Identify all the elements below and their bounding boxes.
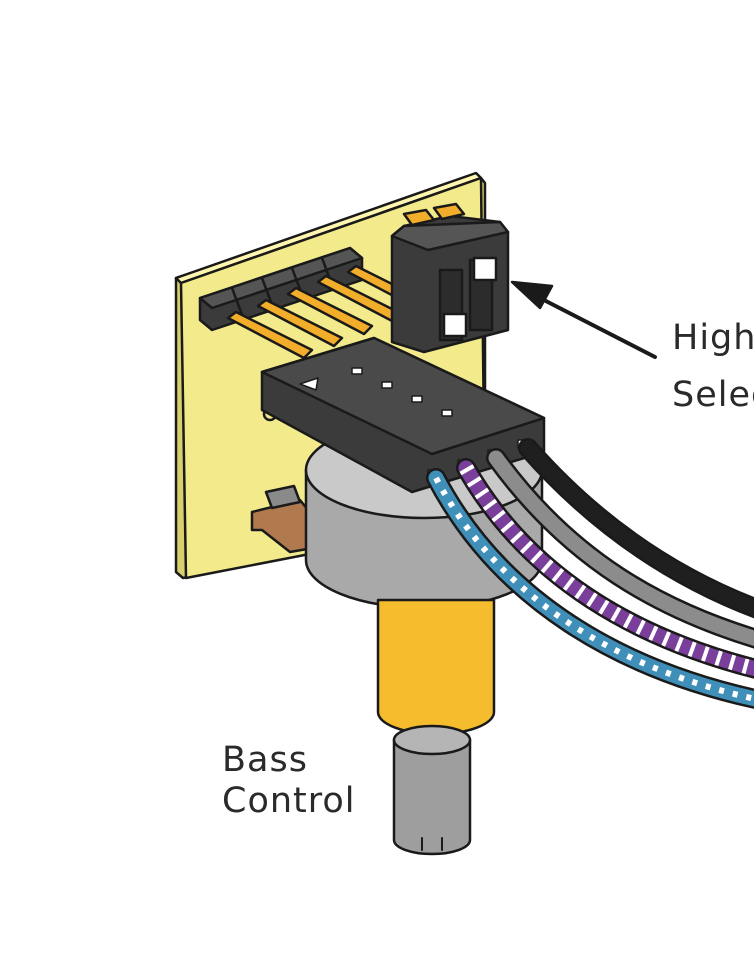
wire-black xyxy=(518,438,754,619)
switch-label-line2: Selec xyxy=(672,375,754,415)
pot-label-line2: Control xyxy=(222,781,356,821)
dip-switch xyxy=(390,202,510,354)
pot-label-line1: Bass xyxy=(222,740,308,780)
switch-arrow xyxy=(510,280,657,359)
wire-gray xyxy=(486,448,754,649)
wire-purple xyxy=(456,458,754,679)
shaft-sleeve xyxy=(376,598,496,736)
wire-blue xyxy=(426,468,754,709)
switch-label-line1: High xyxy=(672,318,754,358)
pot-shaft xyxy=(392,724,472,856)
